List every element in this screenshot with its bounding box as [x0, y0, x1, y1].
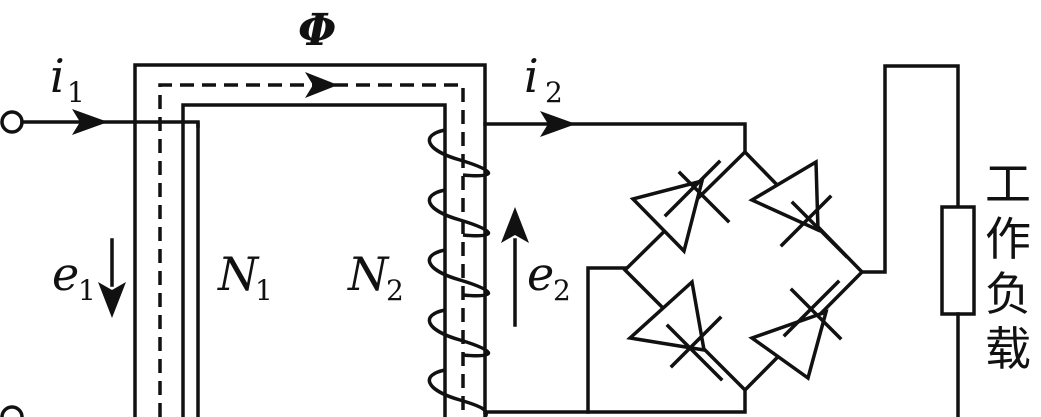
svg-text:1: 1: [78, 274, 96, 307]
transformer-core: [133, 63, 487, 417]
diode-top-right: [748, 158, 849, 259]
bridge-rectifier: [622, 149, 865, 393]
load-char-2: 作: [985, 212, 1031, 266]
i2-arrow-icon: [540, 111, 576, 137]
e1-arrow-icon: [98, 282, 126, 318]
secondary-wiring: [483, 111, 747, 414]
svg-text:1: 1: [255, 274, 273, 307]
load-char-1: 工: [985, 157, 1031, 211]
svg-text:i: i: [524, 49, 539, 103]
svg-text:1: 1: [67, 76, 85, 109]
svg-text:N: N: [217, 247, 260, 301]
svg-text:e: e: [52, 247, 79, 301]
e2-arrow-icon: [501, 207, 529, 243]
diode-bottom-right: [748, 279, 843, 381]
svg-text:e: e: [527, 247, 554, 301]
magnetic-flux-path: [158, 72, 465, 417]
input-terminal-top[interactable]: [0, 110, 24, 134]
primary-input: [0, 109, 200, 417]
input-terminal-bottom[interactable]: [0, 405, 24, 417]
i1-label: i 1: [50, 49, 85, 109]
load-label: 工 作 负 载: [985, 157, 1031, 376]
load-char-4: 载: [985, 322, 1031, 376]
load-resistor: [940, 205, 976, 316]
secondary-coil: [427, 128, 491, 417]
i2-label: i 2: [524, 49, 563, 109]
svg-text:2: 2: [545, 76, 563, 109]
i1-arrow-icon: [72, 109, 108, 135]
e2-label: e 2: [527, 247, 571, 307]
flux-label: Φ: [298, 5, 336, 56]
N2-label: N 2: [347, 247, 404, 307]
diode-top-left: [629, 159, 731, 255]
e1-label: e 1: [52, 247, 96, 307]
load-char-3: 负: [985, 267, 1031, 321]
N1-label: N 1: [217, 247, 273, 307]
svg-text:2: 2: [553, 274, 571, 307]
flux-arrow-icon: [305, 72, 338, 98]
diode-bottom-left: [626, 278, 724, 382]
e1-arrow: [98, 238, 126, 318]
svg-text:N: N: [347, 247, 390, 301]
e2-arrow: [501, 207, 529, 327]
load-circuit: [860, 64, 976, 417]
svg-text:i: i: [50, 49, 65, 103]
svg-text:2: 2: [386, 274, 404, 307]
